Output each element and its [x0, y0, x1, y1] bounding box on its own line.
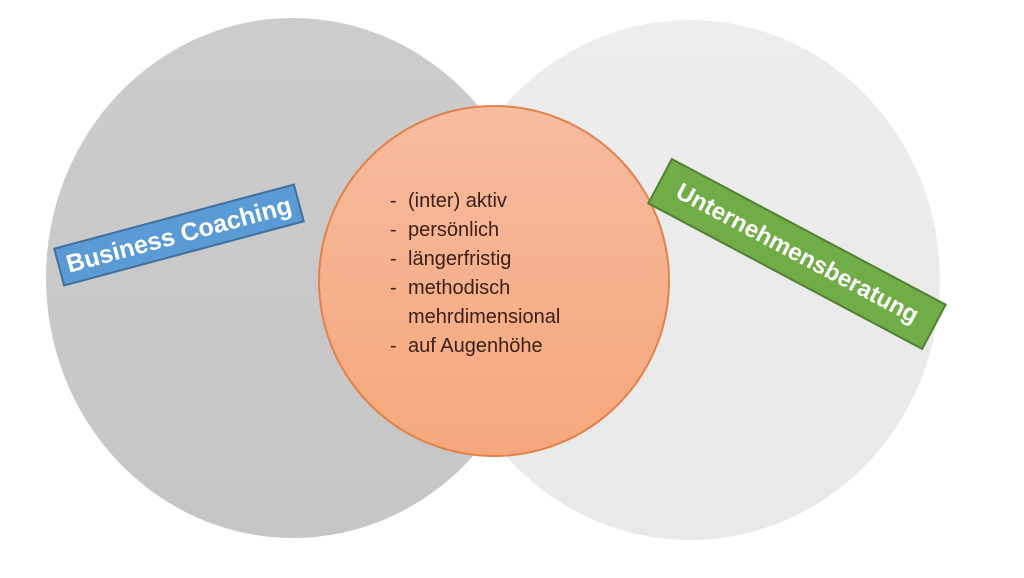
list-item: -auf Augenhöhe	[390, 332, 602, 361]
list-item-bullet: -	[390, 248, 397, 270]
list-item-text: methodisch mehrdimensional	[408, 277, 561, 328]
list-item-text: längerfristig	[408, 248, 512, 270]
list-item-bullet: -	[390, 277, 397, 299]
list-item: -persönlich	[390, 216, 602, 245]
list-item-text: (inter) aktiv	[408, 190, 507, 212]
list-item-text: auf Augenhöhe	[408, 335, 543, 357]
list-item: -längerfristig	[390, 245, 602, 274]
list-item-text: persönlich	[408, 219, 500, 241]
list-item-bullet: -	[390, 190, 397, 212]
overlap-bullet-list: -(inter) aktiv-persönlich-längerfristig-…	[390, 187, 602, 361]
list-item-bullet: -	[390, 335, 397, 357]
list-item: -(inter) aktiv	[390, 187, 602, 216]
list-item-bullet: -	[390, 219, 397, 241]
list-item: -methodisch mehrdimensional	[390, 274, 602, 332]
overlap-circle: -(inter) aktiv-persönlich-längerfristig-…	[318, 105, 670, 457]
